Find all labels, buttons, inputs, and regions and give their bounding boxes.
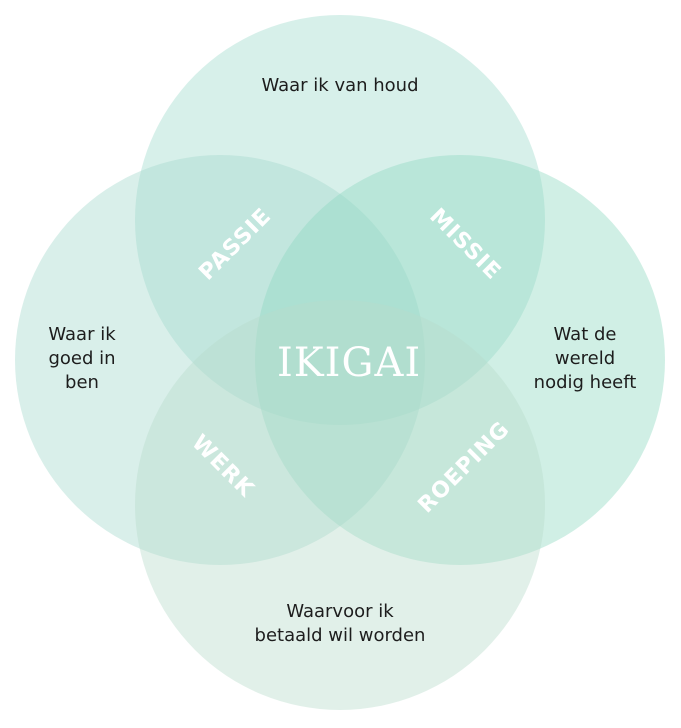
circle-waar-ik-van-houd: [135, 15, 545, 425]
label-waar-ik-goed-in-ben: Waar ik goed in ben: [48, 324, 116, 393]
label-waarvoor-ik-betaald-wil-worden: Waarvoor ik betaald wil worden: [254, 601, 426, 646]
center-ikigai: IKIGAI: [277, 340, 422, 386]
label-waar-ik-van-houd: Waar ik van houd: [261, 75, 419, 96]
circle-wat-de-wereld-nodig-heeft: [255, 155, 665, 565]
circle-waar-ik-goed-in-ben: [15, 155, 425, 565]
circle-waarvoor-ik-betaald-wil-worden: [135, 300, 545, 710]
label-wat-de-wereld-nodig-heeft: Wat de wereld nodig heeft: [533, 324, 637, 393]
